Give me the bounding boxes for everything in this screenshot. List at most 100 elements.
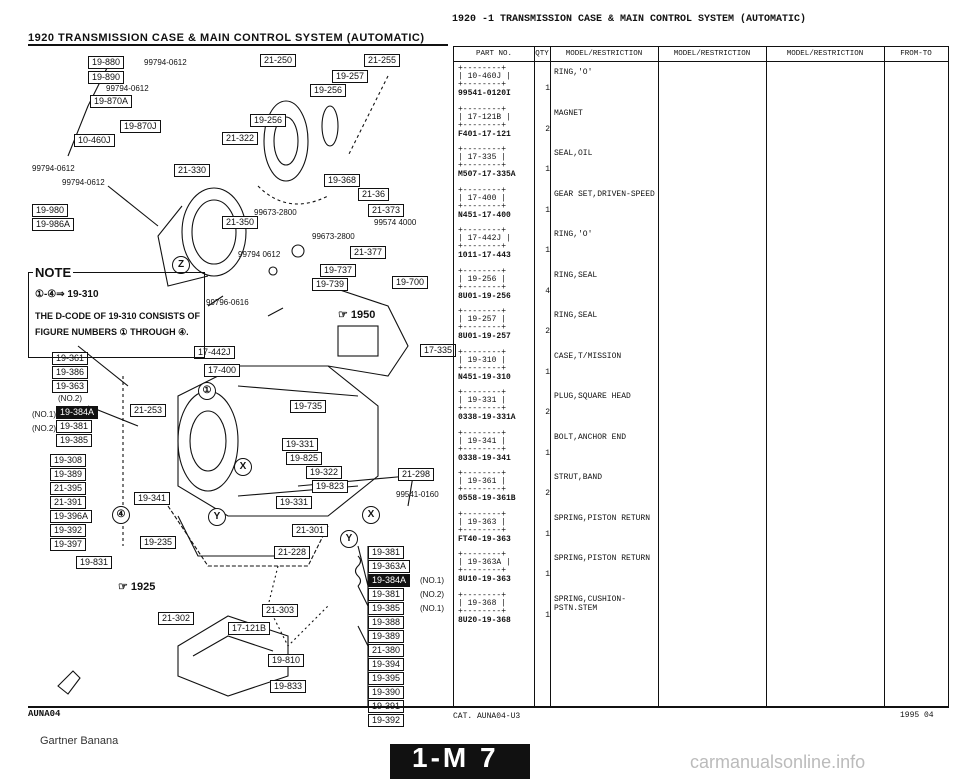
reference-1925: ☞ 1925 [118,581,156,593]
table-row: +--------+| 19-363 |+--------+FT40-19-36… [454,509,948,548]
quantity-cell: 1 [545,610,550,620]
quantity-cell: 4 [545,286,550,296]
part-label: 19-381 [56,420,93,433]
part-label: 19-363A [368,560,411,573]
box-border: +--------+ [458,185,507,195]
part-label: 21-330 [174,164,211,177]
quantity-cell: 1 [545,84,550,93]
box-border: +--------+ [458,226,507,235]
table-row: +--------+| 19-361 |+--------+0558-19-36… [454,470,948,507]
part-label: 21-298 [398,468,435,481]
part-label: 19-331 [282,438,319,451]
box-border: +--------+ [458,266,507,276]
box-part-number: | 19-361 | [458,477,507,486]
footer-catalog-ref: CAT. AUNA04-U3 [453,712,521,721]
catalog-number: 8U20-19-368 [458,615,511,625]
part-label: 21-391 [50,496,87,509]
box-border: +--------+ [458,509,507,519]
part-label: 19-980 [32,204,69,217]
column-divider [550,47,551,707]
catalog-number: F401-17-121 [458,129,511,139]
part-label: 19-384A [368,574,411,587]
box-part-number: | 17-335 | [458,153,507,162]
bell-housing-shape [181,187,247,277]
part-number-cell: +--------+| 19-363 |+--------+FT40-19-36… [458,509,540,544]
column-divider [658,47,659,707]
note-line: FIGURE NUMBERS ① THROUGH ④. [35,327,189,337]
column-header: MODEL/RESTRICTION [550,47,658,62]
part-label: 19-833 [270,680,307,693]
table-row: +--------+| 19-368 |+--------+8U20-19-36… [454,590,948,629]
catalog-number: 99541-0120I [458,89,511,98]
description-cell: BOLT,ANCHOR END [554,432,627,442]
part-label: 19-880 [88,56,125,69]
part-label: 21-301 [292,524,329,537]
spec-label: 99673-2800 [312,232,355,241]
part-label: 19-368 [324,174,361,187]
box-border: +--------+ [458,161,507,170]
part-number-cell: +--------+| 19-363A |+--------+8U10-19-3… [458,551,540,584]
part-number-cell: +--------+| 10-460J |+--------+99541-012… [458,65,540,98]
part-number-cell: +--------+| 19-331 |+--------+0338-19-33… [458,389,540,422]
part-label: 19-381 [368,546,405,559]
part-label: 19-361 [52,352,89,365]
box-border: +--------+ [458,606,507,616]
catalog-number: M507-17-335A [458,170,516,179]
reference-1950: ☞ 1950 [338,309,376,321]
circle-callout: Y [340,530,358,548]
column-header: MODEL/RESTRICTION [658,47,766,62]
part-label: 19-735 [290,400,327,413]
part-label: 19-396A [50,510,93,523]
part-label: 19-341 [134,492,171,505]
box-border: +--------+ [458,590,507,600]
footer-date: 1995 04 [900,711,934,720]
box-border: +--------+ [458,323,507,332]
part-label: 19-870A [90,95,133,108]
box-border: +--------+ [458,566,507,575]
part-label: 21-255 [364,54,401,67]
description-cell: SPRING,PISTON RETURN [554,554,651,563]
box-border: +--------+ [458,428,507,438]
part-label: 19-257 [332,70,369,83]
part-label: 21-395 [50,482,87,495]
description-cell: RING,SEAL [554,270,598,280]
box-border: +--------+ [458,307,507,316]
quantity-cell: 2 [545,489,550,498]
part-label: 19-810 [268,654,305,667]
scan-credit: Gartner Banana [40,735,119,747]
box-border: +--------+ [458,363,507,373]
spec-label: 99574 4000 [374,218,417,227]
part-label: 21-302 [158,612,195,625]
box-part-number: | 19-257 | [458,315,507,324]
description-cell: SPRING,PISTON RETURN [554,513,651,523]
right-page-header: 1920 -1 TRANSMISSION CASE & MAIN CONTROL… [452,14,807,25]
part-number-cell: +--------+| 19-368 |+--------+8U20-19-36… [458,590,540,625]
table-row: +--------+| 19-310 |+--------+N451-19-31… [454,348,948,386]
part-label: 19-890 [88,71,125,84]
quantity-cell: 1 [545,367,550,377]
part-label: 19-384A [56,406,99,419]
table-row: +--------+| 19-363A |+--------+8U10-19-3… [454,551,948,588]
description-cell: STRUT,BAND [554,473,603,482]
part-label: 21-373 [368,204,405,217]
circle-callout: X [234,458,252,476]
parts-table: PART NO. QTY MODEL/RESTRICTION MODEL/RES… [453,46,949,708]
box-border: +--------+ [458,201,507,211]
table-row: +--------+| 17-400 |+--------+N451-17-40… [454,185,948,224]
table-row: +--------+| 19-331 |+--------+0338-19-33… [454,389,948,426]
column-header: FROM-TO [884,47,948,62]
circle-callout: ④ [112,506,130,524]
part-label: 19-389 [50,468,87,481]
catalog-number: FT40-19-363 [458,534,511,544]
part-number-cell: +--------+| 19-341 |+--------+0338-19-34… [458,428,540,463]
box-border: +--------+ [458,388,507,397]
part-label: 19-397 [50,538,87,551]
part-label: 17-335 [420,344,457,357]
quantity-cell: 1 [545,205,550,215]
part-label: 21-377 [350,246,387,259]
part-number-cell: +--------+| 19-256 |+--------+8U01-19-25… [458,266,540,301]
catalog-number: 0338-19-331A [458,413,516,422]
box-border: +--------+ [458,80,507,89]
description-cell: MAGNET [554,108,583,118]
no-label: (NO.2) [32,424,56,433]
